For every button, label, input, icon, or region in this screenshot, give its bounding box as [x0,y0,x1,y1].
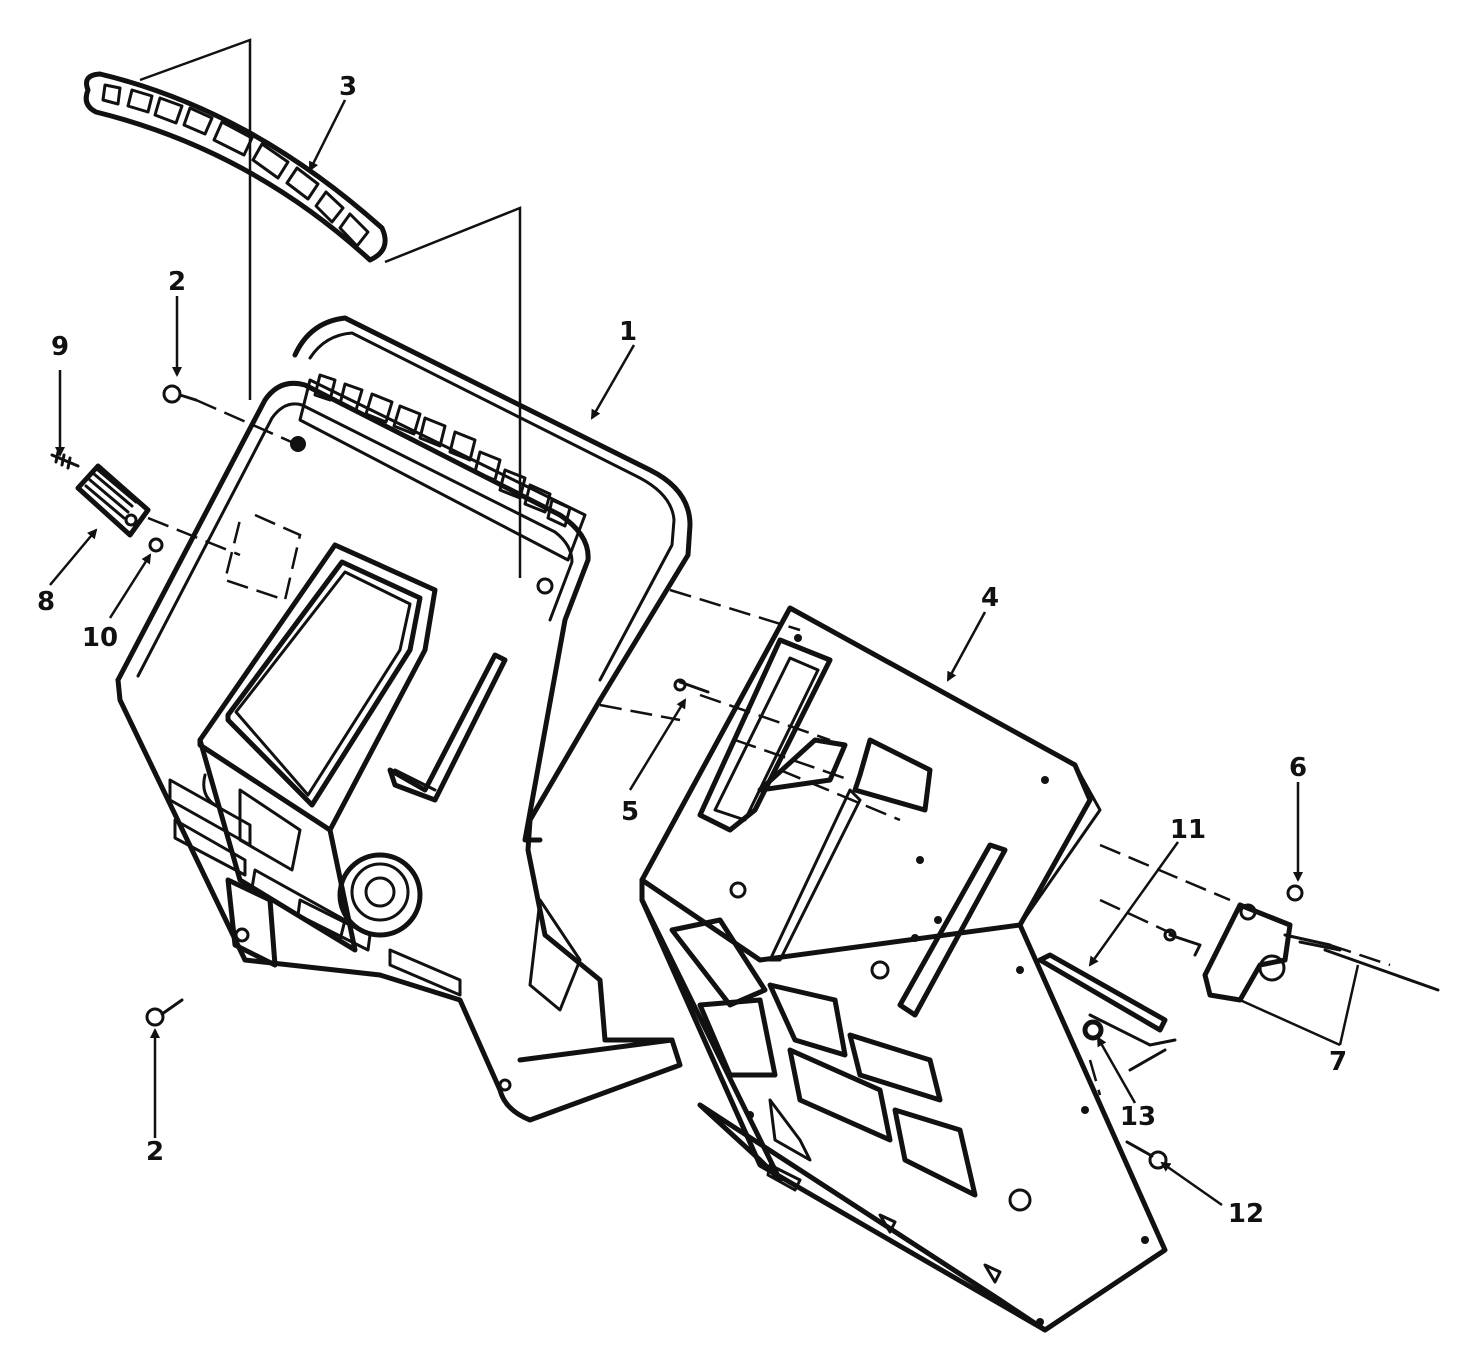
projection-lines-part-3 [139,38,522,578]
part-3-lens-strip [83,71,388,263]
part-10-nut [148,537,164,553]
assembly-dash-lines [147,398,1391,1096]
callout-4: 4 [981,583,999,613]
part-4-rear-cover [639,605,1168,1333]
part-2-screw-bottom [145,998,184,1027]
callout-8: 8 [37,587,55,617]
callout-7: 7 [1329,1047,1347,1077]
part-7-threaded-rod [1323,948,1440,992]
callout-12: 12 [1228,1199,1264,1229]
callout-3: 3 [339,72,357,102]
part-2-screw-top [162,384,198,404]
leader-lines [49,99,1360,1207]
part-7-bracket [1163,902,1342,1003]
part-11-rail [1037,952,1177,1072]
callout-6: 6 [1289,753,1307,783]
callout-10: 10 [82,623,118,653]
part-6-nut [1286,884,1304,902]
callout-labels: 1 2 2 3 4 5 6 7 8 9 10 11 12 13 [37,72,1347,1229]
callout-11: 11 [1170,815,1206,845]
part-12-screw [1125,1140,1168,1170]
callout-2-top: 2 [168,267,186,297]
callout-9: 9 [51,332,69,362]
part-1-main-housing [115,315,693,1123]
part-8-switch [75,463,151,538]
part-13-grommet [1082,1019,1104,1041]
part-5-pin [673,678,710,694]
callout-13: 13 [1120,1102,1156,1132]
part-9-screw [50,450,80,470]
callout-1: 1 [619,317,637,347]
callout-2-bottom: 2 [146,1137,164,1167]
callout-5: 5 [621,797,639,827]
